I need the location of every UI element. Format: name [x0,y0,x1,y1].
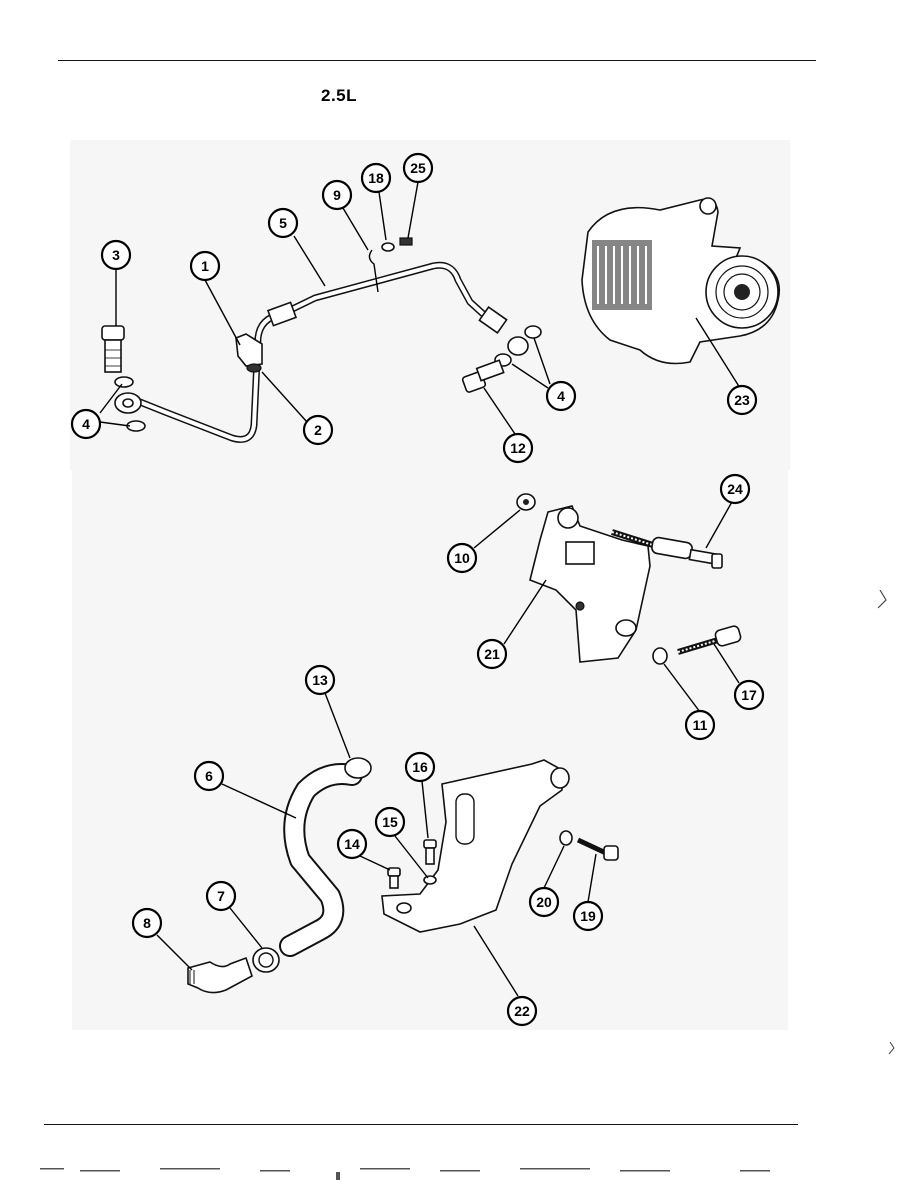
svg-text:16: 16 [412,759,428,775]
clip-bolt [246,363,262,373]
callout-16: 16 [404,751,436,783]
svg-text:11: 11 [693,717,708,733]
svg-text:25: 25 [410,160,426,176]
svg-text:4: 4 [557,388,565,404]
alternator-bracket [529,505,651,663]
svg-text:10: 10 [454,550,470,566]
bolt-14 [387,867,401,889]
callout-8: 8 [131,907,163,939]
bolt-17 [677,625,742,655]
washer-11 [652,647,668,665]
callout-4-left: 4 [70,408,102,440]
lower-panel-bg [72,470,788,1030]
tube-nut [266,301,298,327]
svg-text:19: 19 [580,908,596,924]
svg-text:9: 9 [333,187,341,203]
svg-text:4: 4 [82,416,90,432]
washer-upper-right [524,325,542,339]
callout-9: 9 [321,179,353,211]
oil-feed-tube [136,261,508,443]
washer-15 [423,875,437,885]
banjo-fitting-left [114,392,142,414]
callout-13: 13 [304,664,336,696]
banjo-bolt-right [461,359,505,393]
callout-22: 22 [506,995,538,1027]
callout-20: 20 [528,886,560,918]
callout-11: 11 [684,709,716,741]
callout-6: 6 [193,760,225,792]
callout-21: 21 [476,638,508,670]
scan-artifacts [40,589,895,1180]
svg-text:2: 2 [314,422,322,438]
callout-17: 17 [733,679,765,711]
callout-5: 5 [267,207,299,239]
top-rule [58,60,816,61]
callout-3: 3 [100,239,132,271]
screw-25 [399,237,413,246]
svg-text:6: 6 [205,768,213,784]
leader-lines [99,181,741,997]
svg-text:20: 20 [536,894,552,910]
coolant-hose-6 [279,763,363,957]
svg-text:17: 17 [741,687,757,703]
svg-text:5: 5 [279,215,287,231]
svg-text:14: 14 [344,836,360,852]
callout-10: 10 [446,542,478,574]
callout-1: 1 [189,250,221,282]
engine-size-title: 2.5L [321,86,358,105]
washer-upper-left [114,376,134,388]
callout-2: 2 [302,414,334,446]
banjo-fitting-right [507,336,529,356]
svg-text:13: 13 [312,672,328,688]
elbow-connector-8 [187,956,253,994]
bottom-rule [44,1124,798,1125]
bracket-bolt-24 [611,529,723,569]
svg-text:24: 24 [727,481,743,497]
callout-25: 25 [402,152,434,184]
svg-text:1: 1 [201,258,209,274]
tube-clip [235,333,263,367]
bracket-block [565,541,595,565]
callout-7: 7 [205,880,237,912]
nut-10-hole [523,499,529,505]
svg-text:18: 18 [368,170,384,186]
callout-18: 18 [360,162,392,194]
washer-20 [559,830,573,846]
bolt-19 [576,837,619,861]
callout-15: 15 [374,806,406,838]
hose-clamp-13 [344,757,372,779]
callout-4-right: 4 [545,380,577,412]
svg-text:23: 23 [734,392,750,408]
banjo-bolt [101,325,125,373]
mounting-bracket-22 [381,759,570,933]
tube-clip-9 [368,249,379,293]
washer-18 [381,242,395,252]
hose-clamp-7 [252,947,280,973]
svg-text:15: 15 [382,814,398,830]
tube-nut-right [478,306,508,334]
hose-clamp-7-inner [258,952,274,968]
callout-24: 24 [719,473,751,505]
alternator [581,197,781,365]
callout-23: 23 [726,384,758,416]
callout-19: 19 [572,900,604,932]
svg-text:7: 7 [217,888,225,904]
svg-text:21: 21 [484,646,500,662]
callout-14: 14 [336,828,368,860]
callout-12: 12 [502,432,534,464]
svg-text:22: 22 [514,1003,530,1019]
svg-text:3: 3 [112,247,120,263]
svg-text:8: 8 [143,915,151,931]
svg-text:12: 12 [510,440,526,456]
bolt-16 [423,839,437,865]
